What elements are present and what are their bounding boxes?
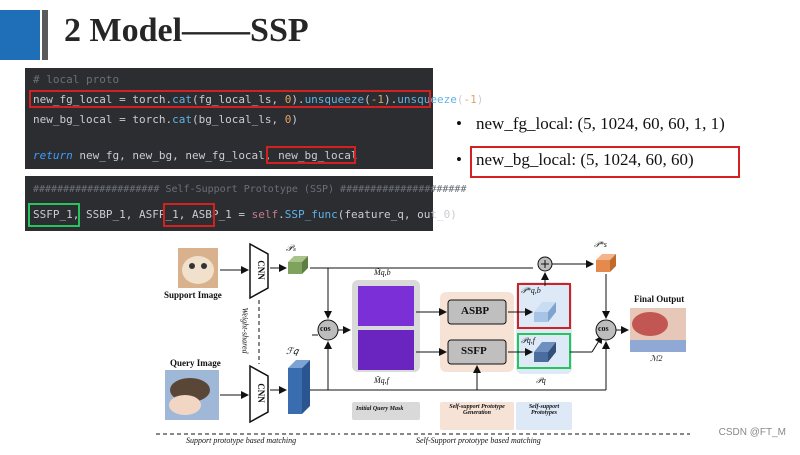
- highlight-bg-local-return: [266, 146, 356, 164]
- legend-prototypes-label: Self-support Prototypes: [528, 404, 560, 416]
- watermark: CSDN @FT_M: [718, 427, 786, 438]
- legend-prototypes-swatch: [516, 402, 572, 430]
- code-line-return: return new_fg, new_bg, new_fg_local, new…: [33, 149, 358, 162]
- cnn-label-top: CNN: [255, 260, 266, 280]
- diagram-graphic: [156, 242, 690, 435]
- prototype-qb-cube: [534, 302, 556, 322]
- cnn-label-bottom: CNN: [255, 383, 266, 403]
- footer-self-support-matching: Self-Support prototype based matching: [416, 436, 541, 445]
- ssfp-label: SSFP: [461, 345, 487, 357]
- code-block-local-proto: # local proto new_fg_local = torch.cat(f…: [25, 68, 483, 169]
- m2-label: ℳ2: [650, 354, 663, 363]
- asbp-block: [447, 299, 507, 325]
- code-block-ssp: ##################### Self-Support Proto…: [25, 176, 466, 231]
- highlight-bullet-bg: [470, 146, 740, 178]
- highlight-fg-local-line: [29, 90, 431, 108]
- query-feature-fq: [288, 360, 310, 414]
- cnn-query: [249, 364, 269, 424]
- pq-label: 𝒫q: [536, 376, 546, 385]
- bullet-fg-local: •new_fg_local: (5, 1024, 60, 60, 1, 1): [456, 114, 725, 133]
- code-comment: # local proto: [33, 73, 120, 86]
- legend-generation-label: Self-support Prototype Generation: [449, 404, 505, 416]
- cnn-support: [249, 242, 269, 300]
- fq-label: ℱ𝑞: [286, 346, 299, 356]
- asbp-label: ASBP: [461, 305, 490, 317]
- legend-generation-swatch: [440, 402, 514, 430]
- pqb-label: 𝒫*q,b: [521, 286, 541, 295]
- query-image: [165, 370, 219, 420]
- support-image-label: Support Image: [164, 290, 222, 300]
- code-line-bg-local: new_bg_local = torch.cat(bg_local_ls, 0): [33, 113, 298, 126]
- prototype-qf-cube: [534, 342, 556, 362]
- ps-label: 𝒫ₛ: [286, 243, 296, 253]
- code-line-fg-local: new_fg_local = torch.cat(fg_local_ls, 0)…: [33, 93, 484, 106]
- highlight-ssfp: [28, 203, 80, 227]
- slide-title: 2 Model——SSP: [64, 12, 309, 49]
- support-prototype-ps-star: [596, 254, 616, 272]
- cos-label-right: cos: [598, 324, 609, 333]
- highlight-asbp: [163, 203, 215, 227]
- footer-support-matching: Support prototype based matching: [186, 436, 297, 445]
- bullet-bg-local: •new_bg_local: (5, 1024, 60, 60): [456, 150, 694, 169]
- cos-label-left: cos: [320, 324, 331, 333]
- support-image: [178, 248, 218, 288]
- title-accent-bar: [0, 10, 40, 60]
- highlight-asbp-output: [517, 283, 571, 329]
- mask-qb-image: [358, 286, 414, 326]
- query-image-label: Query Image: [170, 358, 221, 368]
- ps-star-label: 𝒫*s: [594, 240, 607, 249]
- weight-shared-label: Weight-shared: [240, 307, 250, 354]
- legend-mask-swatch: [352, 402, 420, 420]
- ssp-diagram: Support Image Query Image CNN CNN Weight…: [150, 240, 770, 450]
- final-output-label: Final Output: [634, 294, 685, 304]
- pqf-label: 𝒫q,f: [521, 336, 535, 345]
- support-prototype-ps: [288, 256, 308, 274]
- final-output-image: [630, 308, 686, 352]
- mask-qf-image: [358, 330, 414, 370]
- ssfp-block: [447, 339, 507, 365]
- mqf-label: M̃q,f: [374, 376, 389, 385]
- title-accent-bar-secondary: [42, 10, 48, 60]
- code-line-ssp-func: SSFP_1, SSBP_1, ASFP_1, ASBP_1 = self.SS…: [33, 208, 457, 221]
- legend-mask-label: Initial Query Mask: [356, 406, 404, 412]
- highlight-ssfp-output: [517, 333, 571, 369]
- code-comment-ssp: ##################### Self-Support Proto…: [33, 184, 467, 195]
- mqb-label: M̃q,b: [374, 268, 391, 277]
